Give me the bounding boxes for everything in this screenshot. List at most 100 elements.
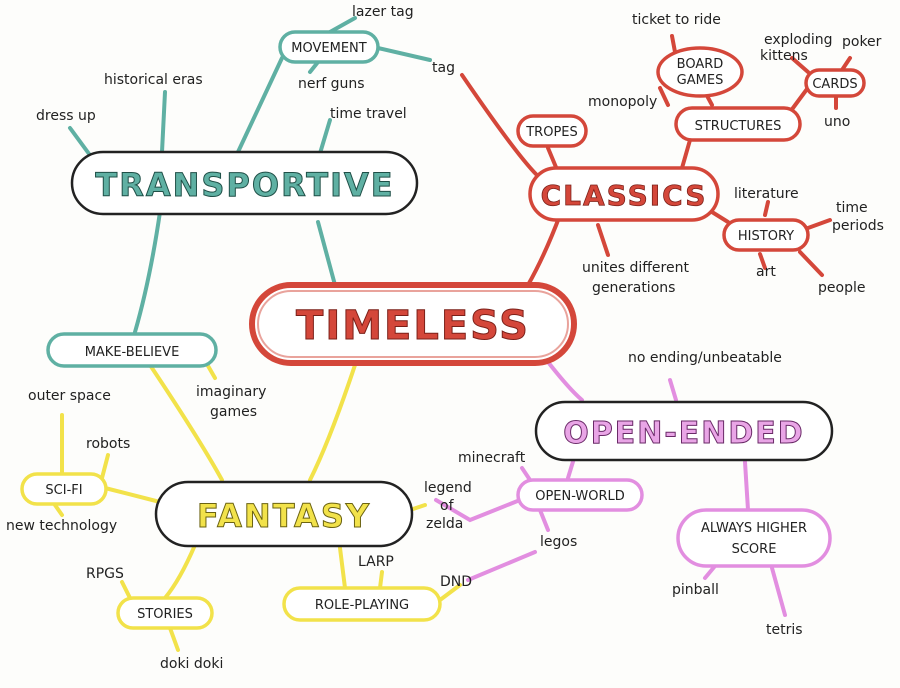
leaf-doki-doki: doki doki: [160, 656, 223, 672]
structures-bubble: [674, 106, 802, 142]
connector-openworld-legos: [538, 508, 550, 532]
leaf-minecraft: minecraft: [458, 450, 526, 466]
history-bubble: [722, 218, 810, 252]
always-higher-label-1: ALWAYS HIGHER: [701, 521, 807, 536]
leaf-uno: uno: [824, 114, 850, 130]
stories-bubble: [116, 596, 214, 630]
classics-label: CLASSICS: [541, 179, 708, 212]
connector-history-time: [806, 218, 832, 230]
connector-scifi-robots: [100, 453, 110, 480]
connector-makebelieve-fantasy: [148, 363, 224, 482]
connector-legos-dnd: [466, 550, 537, 582]
connector-openworld-fantasy: [434, 498, 522, 523]
leaf-art: art: [756, 264, 776, 280]
open-world-bubble: [516, 478, 644, 512]
connector-history-literature: [763, 200, 770, 217]
role-playing-bubble: [282, 586, 442, 622]
transportive-bubble: [70, 150, 419, 216]
connector-cards-poker: [840, 56, 852, 72]
make-believe-bubble: [46, 332, 218, 368]
connector-scifi-newtech: [53, 503, 64, 517]
leaf-monopoly: monopoly: [588, 94, 657, 110]
timeless-bubble: [249, 282, 577, 366]
connector-transportive-eras: [160, 90, 167, 154]
leaf-new-technology: new technology: [6, 518, 117, 534]
leaf-ticket-to-ride: ticket to ride: [632, 12, 721, 28]
open-ended-label: OPEN-ENDED: [563, 416, 804, 451]
make-believe-label: MAKE-BELIEVE: [85, 345, 180, 360]
connector-stories-doki: [168, 626, 180, 652]
cards-label: CARDS: [812, 77, 857, 92]
leaf-historical-eras: historical eras: [104, 72, 203, 88]
timeless-label: TIMELESS: [296, 303, 530, 349]
leaf-literature: literature: [734, 186, 799, 202]
connector-scifi-fantasy: [103, 486, 162, 504]
connector-history-art: [758, 252, 767, 270]
tropes-bubble: [516, 114, 588, 148]
leaf-no-ending: no ending/unbeatable: [628, 350, 782, 366]
connector-boardgames-ticket: [670, 34, 677, 54]
connector-openworld-minecraft: [520, 466, 532, 482]
leaf-lazer-tag: lazer tag: [352, 4, 414, 20]
connector-timeless-openended: [546, 360, 584, 402]
leaf-periods: periods: [832, 218, 884, 234]
leaf-of: of: [440, 498, 455, 514]
leaf-kittens: kittens: [760, 48, 808, 64]
transportive-label: TRANSPORTIVE: [95, 166, 394, 204]
board-games-label-2: GAMES: [677, 73, 724, 88]
always-higher-label-2: SCORE: [732, 542, 777, 557]
connector-roleplaying-dnd: [438, 583, 462, 602]
connector-timeless-fantasy: [308, 363, 357, 482]
leaf-poker: poker: [842, 34, 882, 50]
connector-movement-lazertag: [328, 16, 357, 34]
connector-fantasy-roleplaying: [338, 546, 347, 590]
leaf-imaginary: imaginary: [196, 384, 266, 400]
connector-always-tetris: [770, 566, 787, 617]
role-playing-label: ROLE-PLAYING: [315, 598, 409, 613]
leaf-larp: LARP: [358, 554, 394, 570]
board-games-bubble: [656, 46, 744, 98]
leaf-zelda: zelda: [426, 516, 463, 532]
sci-fi-label: SCI-FI: [45, 483, 82, 498]
connector-stories-rpgs: [120, 580, 132, 600]
connectors: [53, 16, 852, 652]
connector-classics-history: [710, 210, 730, 224]
connector-boardgames-monopoly: [658, 86, 670, 107]
leaf-dnd: DND: [440, 574, 472, 590]
timeless-bubble-inner: [257, 290, 569, 358]
open-world-label: OPEN-WORLD: [535, 489, 625, 504]
leaf-time-travel: time travel: [330, 106, 407, 122]
leaf-time: time: [836, 200, 868, 216]
fantasy-bubble: [154, 480, 414, 548]
connector-cards-exploding: [790, 56, 810, 74]
history-label: HISTORY: [738, 229, 794, 244]
sci-fi-bubble: [20, 472, 108, 506]
leaf-dress-up: dress up: [36, 108, 96, 124]
leaf-robots: robots: [86, 436, 130, 452]
classics-bubble: [528, 166, 720, 222]
connector-movement-tag: [376, 46, 432, 62]
connector-roleplaying-larp: [378, 570, 384, 590]
connector-classics-unites: [596, 223, 610, 257]
leaf-unites-1: unites different: [582, 260, 689, 276]
fantasy-label: FANTASY: [197, 497, 371, 535]
leaf-nerf-guns: nerf guns: [298, 76, 365, 92]
connector-openended-noending: [668, 378, 678, 402]
leaf-legos: legos: [540, 534, 577, 550]
leaf-rpgs: RPGS: [86, 566, 124, 582]
movement-label: MOVEMENT: [291, 41, 366, 56]
leaf-pinball: pinball: [672, 582, 719, 598]
leaf-outer-space: outer space: [28, 388, 111, 404]
movement-bubble: [278, 30, 380, 64]
leaf-tetris: tetris: [766, 622, 803, 638]
leaf-tag: tag: [432, 60, 455, 76]
structures-label: STRUCTURES: [695, 119, 782, 134]
connector-history-people: [798, 250, 824, 277]
connector-timeless-classics: [526, 213, 562, 287]
connector-transportive-movement: [236, 56, 284, 154]
connector-timeless-transportive: [316, 220, 337, 287]
connector-fantasy-stories: [163, 543, 197, 600]
leaf-games: games: [210, 404, 257, 420]
